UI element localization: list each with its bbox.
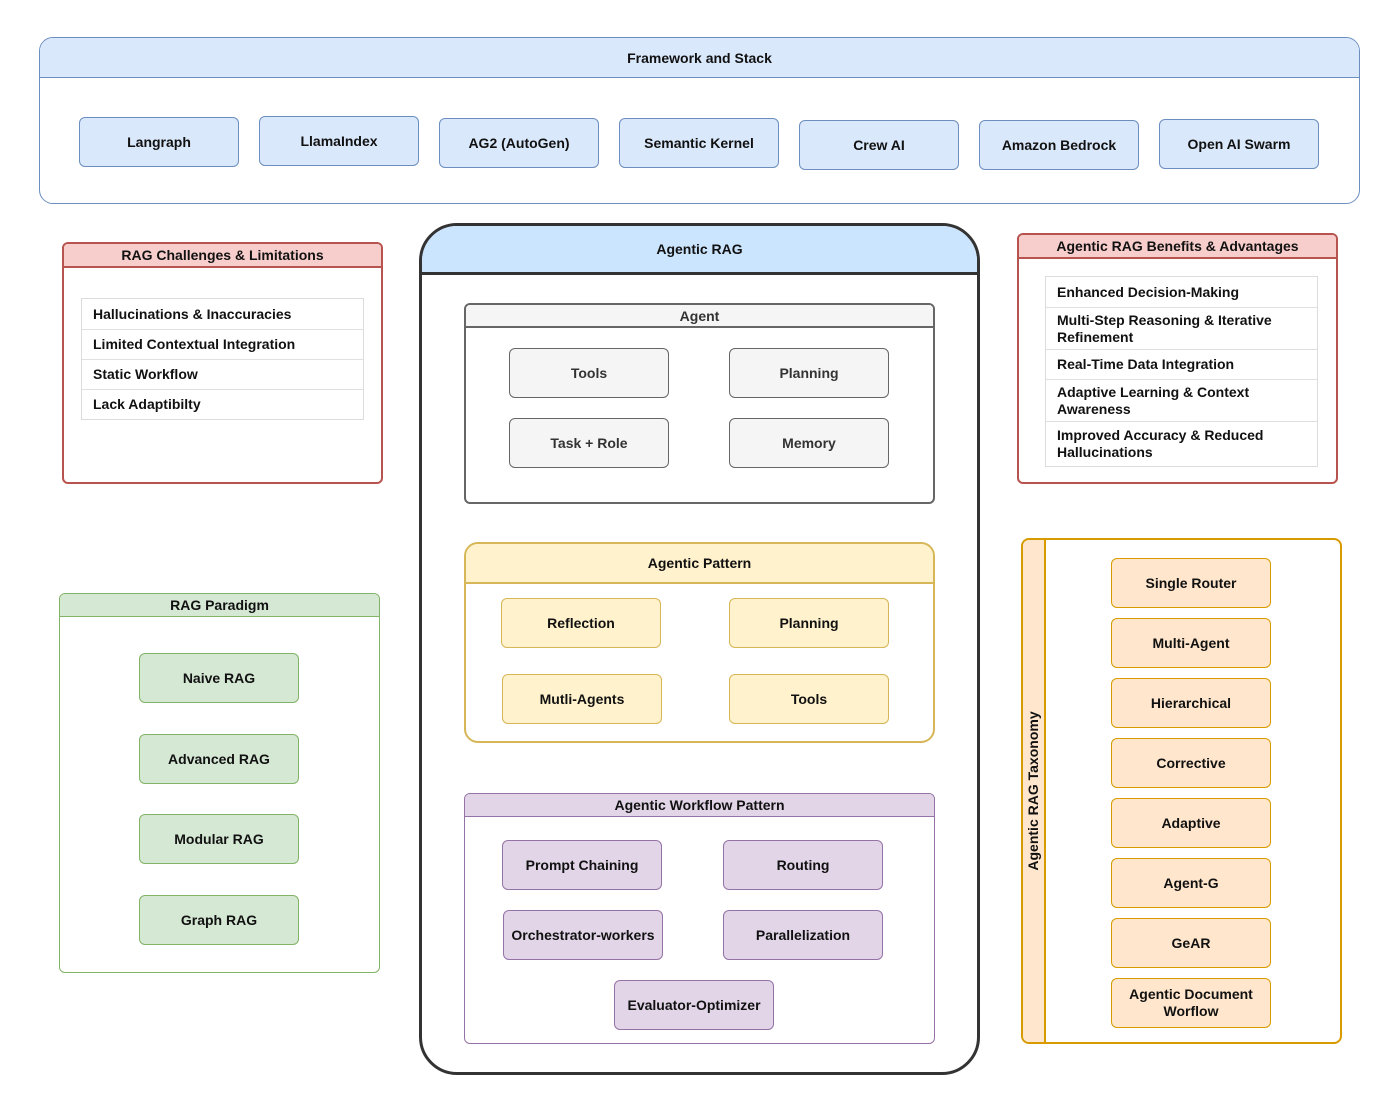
workflow-pattern-title: Agentic Workflow Pattern	[465, 794, 934, 817]
taxonomy-panel	[1021, 538, 1342, 1044]
pattern-item-tools[interactable]: Tools	[729, 674, 889, 724]
challenges-list: Hallucinations & Inaccuracies Limited Co…	[81, 298, 364, 420]
list-item: Limited Contextual Integration	[82, 329, 363, 359]
agent-item-memory[interactable]: Memory	[729, 418, 889, 468]
paradigm-item-naive-rag[interactable]: Naive RAG	[139, 653, 299, 703]
paradigm-item-advanced-rag[interactable]: Advanced RAG	[139, 734, 299, 784]
taxonomy-item-adaptive[interactable]: Adaptive	[1111, 798, 1271, 848]
framework-item-openai-swarm[interactable]: Open AI Swarm	[1159, 119, 1319, 169]
list-item: Static Workflow	[82, 359, 363, 389]
list-item: Real-Time Data Integration	[1046, 349, 1317, 379]
framework-item-ag2[interactable]: AG2 (AutoGen)	[439, 118, 599, 168]
pattern-item-planning[interactable]: Planning	[729, 598, 889, 648]
pattern-item-reflection[interactable]: Reflection	[501, 598, 661, 648]
list-item: Lack Adaptibilty	[82, 389, 363, 419]
workflow-item-orchestrator-workers[interactable]: Orchestrator-workers	[503, 910, 663, 960]
paradigm-item-modular-rag[interactable]: Modular RAG	[139, 814, 299, 864]
workflow-item-prompt-chaining[interactable]: Prompt Chaining	[502, 840, 662, 890]
taxonomy-item-hierarchical[interactable]: Hierarchical	[1111, 678, 1271, 728]
benefits-list: Enhanced Decision-Making Multi-Step Reas…	[1045, 276, 1318, 467]
workflow-item-evaluator-optimizer[interactable]: Evaluator-Optimizer	[614, 980, 774, 1030]
list-item: Improved Accuracy & Reduced Hallucinatio…	[1046, 421, 1317, 466]
framework-item-crew-ai[interactable]: Crew AI	[799, 120, 959, 170]
taxonomy-item-agentic-document-workflow[interactable]: Agentic Document Worflow	[1111, 978, 1271, 1028]
workflow-item-routing[interactable]: Routing	[723, 840, 883, 890]
framework-item-langraph[interactable]: Langraph	[79, 117, 239, 167]
benefits-title: Agentic RAG Benefits & Advantages	[1019, 235, 1336, 259]
agent-item-task-role[interactable]: Task + Role	[509, 418, 669, 468]
framework-title: Framework and Stack	[40, 38, 1359, 78]
agent-item-tools[interactable]: Tools	[509, 348, 669, 398]
list-item: Enhanced Decision-Making	[1057, 283, 1240, 300]
framework-item-amazon-bedrock[interactable]: Amazon Bedrock	[979, 120, 1139, 170]
agentic-rag-title: Agentic RAG	[422, 226, 977, 275]
taxonomy-side-band	[1023, 540, 1046, 1042]
framework-item-semantic-kernel[interactable]: Semantic Kernel	[619, 118, 779, 168]
list-item: Adaptive Learning & Context Awareness	[1046, 379, 1317, 421]
taxonomy-item-multi-agent[interactable]: Multi-Agent	[1111, 618, 1271, 668]
framework-item-llamaindex[interactable]: LlamaIndex	[259, 116, 419, 166]
taxonomy-item-gear[interactable]: GeAR	[1111, 918, 1271, 968]
taxonomy-item-corrective[interactable]: Corrective	[1111, 738, 1271, 788]
paradigm-title: RAG Paradigm	[60, 594, 379, 617]
list-item: Hallucinations & Inaccuracies	[93, 305, 292, 322]
pattern-item-multi-agents[interactable]: Mutli-Agents	[502, 674, 662, 724]
list-item: Multi-Step Reasoning & Iterative Refinem…	[1046, 307, 1317, 349]
taxonomy-title: Agentic RAG Taxonomy	[1025, 711, 1041, 871]
workflow-item-parallelization[interactable]: Parallelization	[723, 910, 883, 960]
agent-title: Agent	[466, 305, 933, 328]
paradigm-item-graph-rag[interactable]: Graph RAG	[139, 895, 299, 945]
taxonomy-item-single-router[interactable]: Single Router	[1111, 558, 1271, 608]
challenges-title: RAG Challenges & Limitations	[64, 244, 381, 268]
agent-item-planning[interactable]: Planning	[729, 348, 889, 398]
agentic-pattern-title: Agentic Pattern	[466, 544, 933, 584]
taxonomy-item-agent-g[interactable]: Agent-G	[1111, 858, 1271, 908]
agent-panel: Agent	[464, 303, 935, 504]
